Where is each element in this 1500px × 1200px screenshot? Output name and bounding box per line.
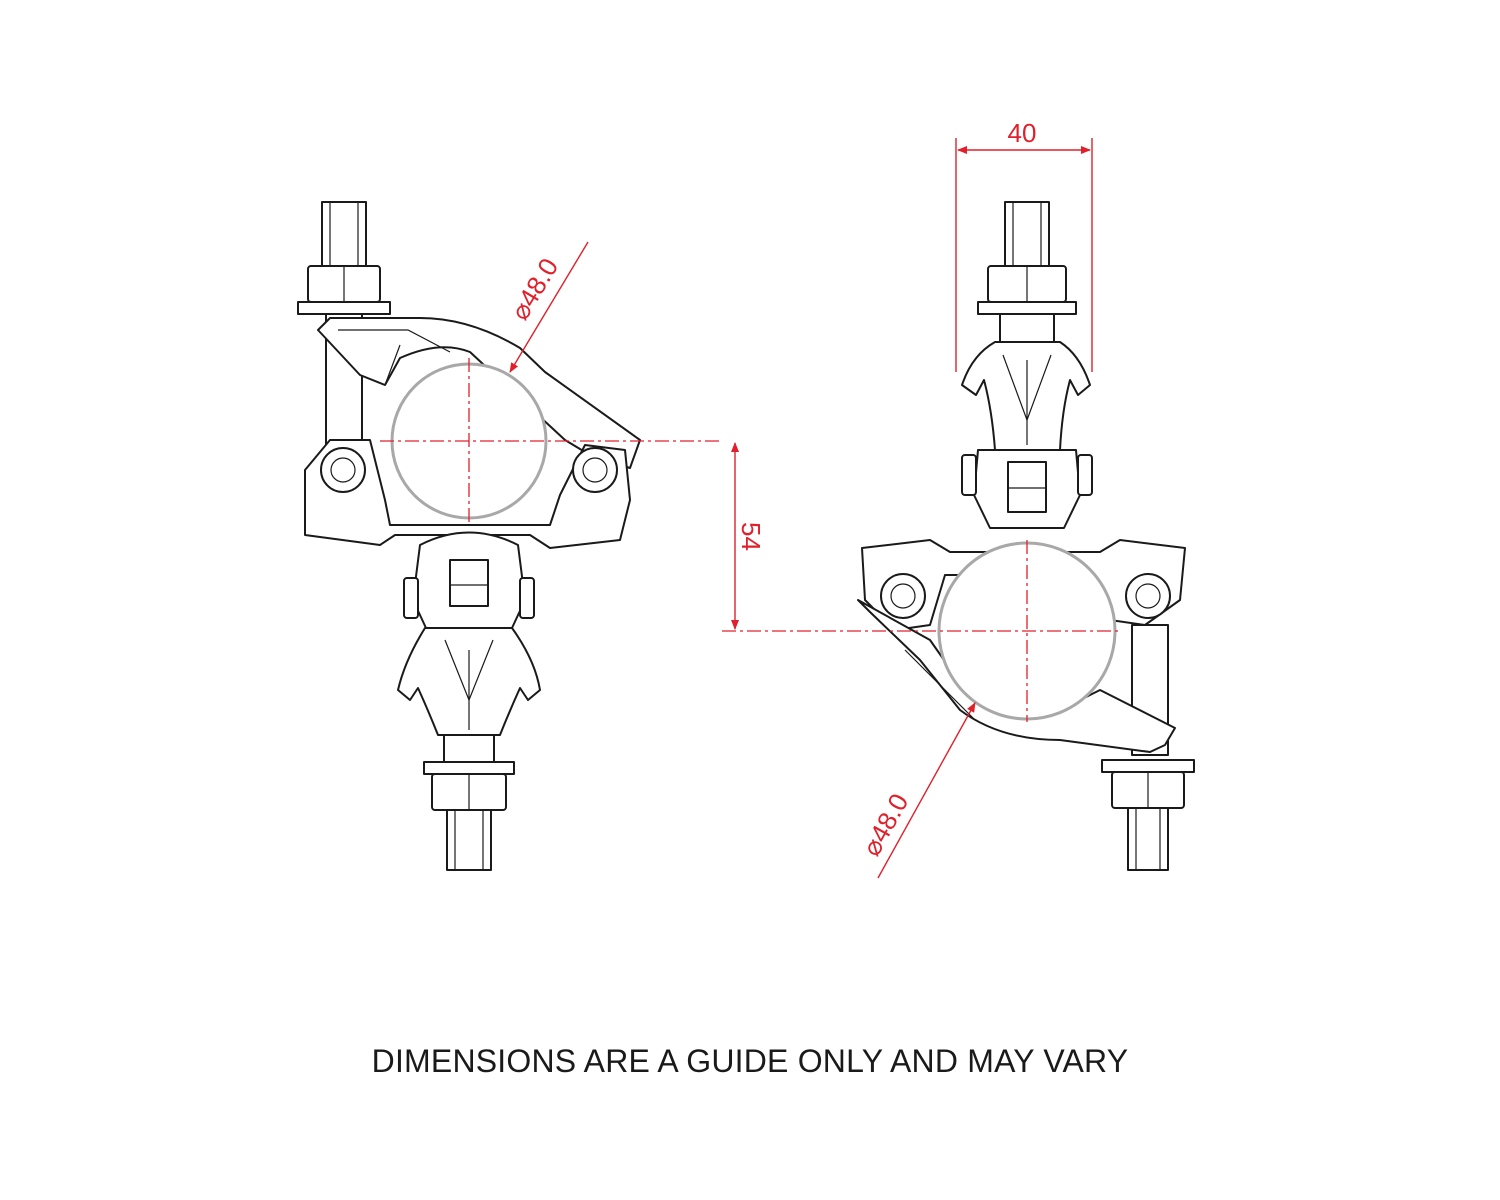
bolt-stud-top — [321, 201, 367, 269]
diameter-leader-left — [509, 241, 589, 373]
swivel-rivet-head — [449, 559, 489, 607]
swivel-rivet-head-right — [1007, 461, 1047, 513]
diameter-leader-right — [877, 702, 976, 879]
clamp-jaw-upper — [317, 317, 641, 469]
bolt-stud-lower — [446, 809, 492, 871]
clamp-jaw-upper-right — [961, 341, 1091, 451]
diameter-label-left: ⌀48.0 — [504, 253, 564, 325]
bolt-shank-right — [999, 313, 1055, 343]
washer-lower — [423, 761, 515, 775]
bolt-stud-lower-right — [1127, 807, 1169, 871]
right-view: ⌀48.0 40 — [722, 118, 1195, 879]
hinge-pin-left-right — [880, 573, 926, 619]
bolt-stud-top-right — [1004, 201, 1050, 269]
washer-top — [297, 301, 391, 315]
hinge-pin-right-right — [1125, 573, 1171, 619]
hinge-pin-left — [320, 447, 366, 493]
hinge-pin-right — [572, 447, 618, 493]
washer-top-right — [977, 301, 1077, 315]
clamp-body — [304, 439, 631, 549]
left-view: ⌀48.0 — [297, 201, 722, 871]
offset-label: 54 — [736, 522, 766, 551]
width-label: 40 — [1008, 118, 1037, 148]
bolt-shank-lower — [443, 734, 495, 766]
washer-lower-right — [1101, 759, 1195, 773]
disclaimer-text: DIMENSIONS ARE A GUIDE ONLY AND MAY VARY — [371, 1043, 1129, 1079]
diameter-label-right: ⌀48.0 — [856, 788, 914, 861]
offset-dimension: 54 — [731, 442, 766, 630]
